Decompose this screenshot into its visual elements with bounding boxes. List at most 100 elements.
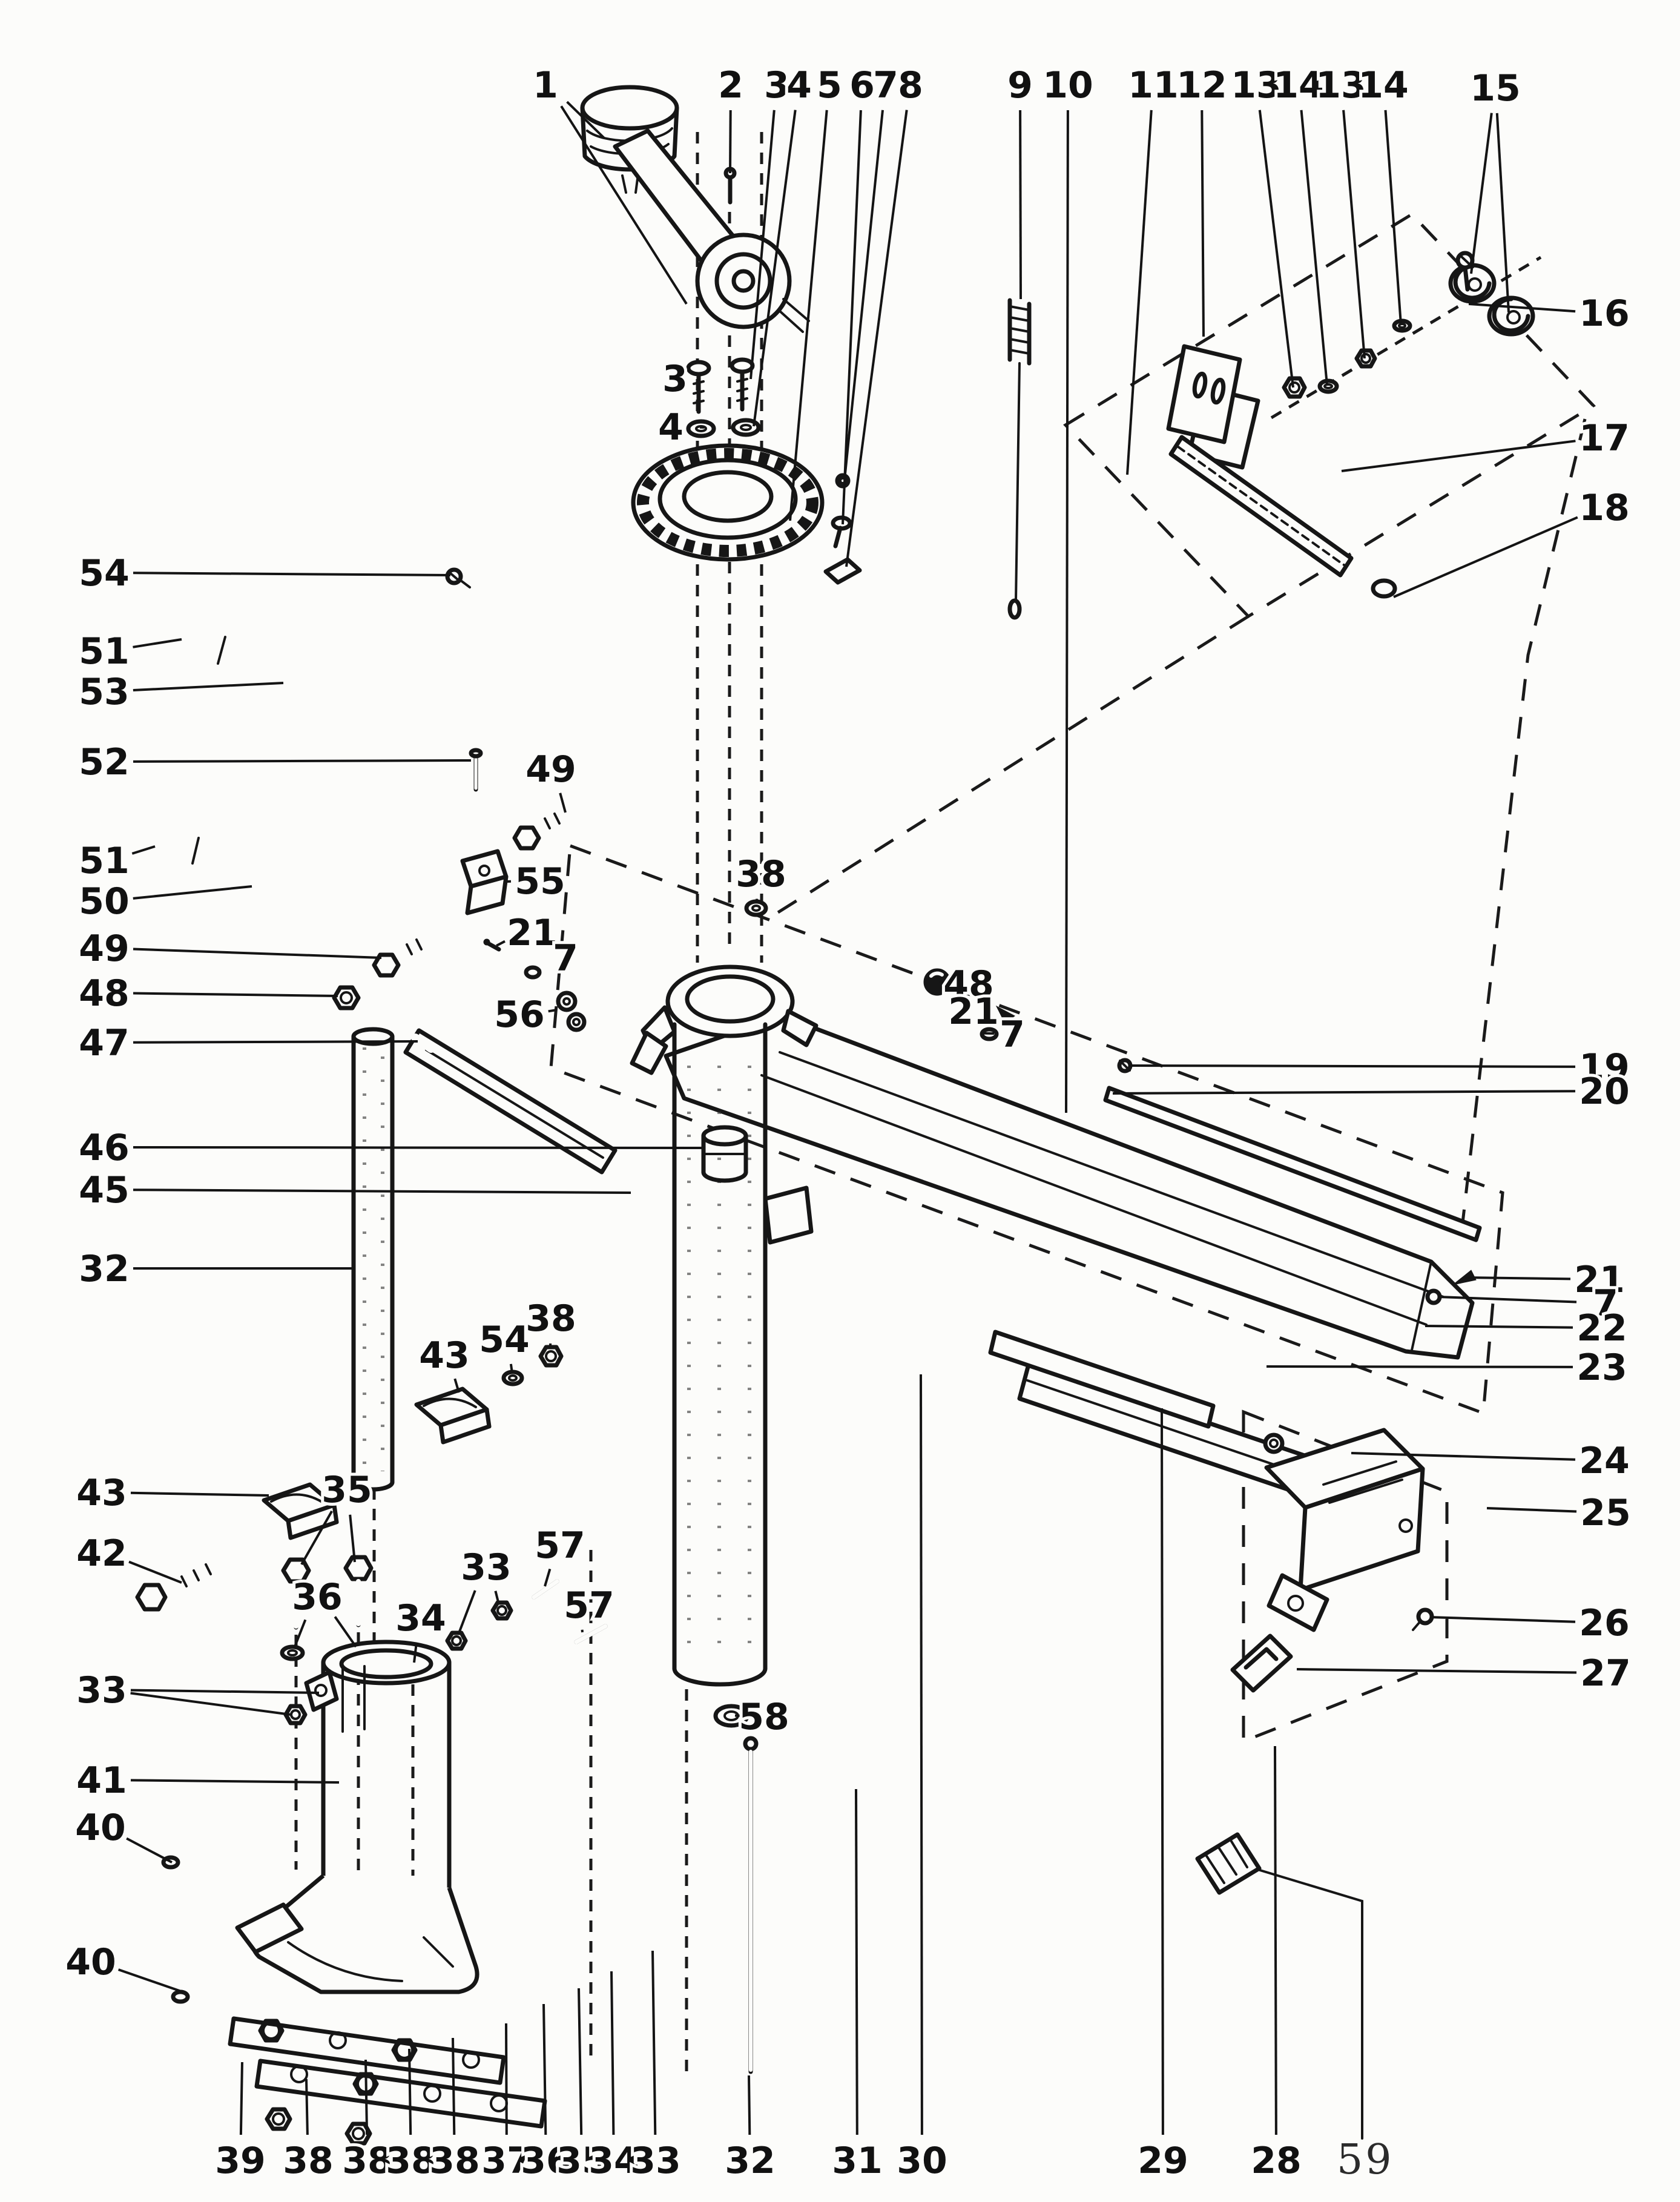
callout-21: 21 bbox=[507, 912, 558, 954]
bearing-5 bbox=[631, 443, 825, 562]
callout-4: 4 bbox=[786, 64, 812, 107]
column-30 bbox=[672, 1022, 814, 1687]
callout-2: 2 bbox=[718, 64, 743, 107]
leader-line bbox=[548, 1009, 558, 1013]
callout-22: 22 bbox=[1576, 1307, 1627, 1350]
pin-21m bbox=[483, 938, 501, 952]
leader-line bbox=[126, 1837, 173, 1864]
leader-line bbox=[1384, 110, 1402, 325]
bolt-42 bbox=[135, 1549, 234, 1612]
washer-14a bbox=[1317, 378, 1339, 394]
callout-57: 57 bbox=[564, 1584, 614, 1627]
clamp-shoe-43a bbox=[262, 1482, 339, 1540]
leader-line bbox=[128, 1560, 182, 1584]
callout-6: 6 bbox=[849, 64, 875, 107]
leader-line bbox=[133, 759, 472, 763]
hatched-tag bbox=[1195, 1832, 1262, 1895]
leader-line bbox=[133, 638, 182, 648]
leader-line bbox=[843, 110, 884, 480]
arm-fasteners bbox=[744, 899, 1477, 1305]
leader-line bbox=[1201, 110, 1205, 337]
leader-lines bbox=[117, 101, 1578, 2135]
callout-1: 1 bbox=[533, 64, 558, 107]
leader-line bbox=[452, 2037, 456, 2135]
fork-47 bbox=[403, 1028, 618, 1175]
leader-line bbox=[1429, 1616, 1576, 1623]
leader-line bbox=[729, 110, 732, 174]
leader-line bbox=[1342, 110, 1366, 359]
leader-line bbox=[560, 105, 688, 305]
washer-14b bbox=[1392, 318, 1412, 333]
callout-9: 9 bbox=[1007, 64, 1033, 107]
callout-21: 21 bbox=[1574, 1259, 1625, 1301]
callout-47: 47 bbox=[79, 1022, 130, 1064]
callout-7: 7 bbox=[1593, 1282, 1618, 1325]
leader-line bbox=[133, 682, 284, 691]
leader-line bbox=[130, 1692, 291, 1716]
bent-rod-53 bbox=[271, 614, 427, 703]
leader-line bbox=[117, 1968, 183, 1993]
leader-line bbox=[845, 110, 908, 567]
callout-33: 33 bbox=[461, 1546, 512, 1589]
callout-42: 42 bbox=[76, 1532, 127, 1575]
leader-line bbox=[133, 948, 382, 959]
callout-38: 38 bbox=[283, 2140, 334, 2182]
leader-line bbox=[578, 1988, 583, 2135]
nut-13b bbox=[1354, 348, 1377, 369]
leader-line bbox=[413, 1643, 418, 1663]
callout-33: 33 bbox=[630, 2140, 681, 2182]
callout-19: 19 bbox=[1579, 1046, 1630, 1089]
pin-21-end bbox=[1452, 1270, 1477, 1285]
leader-line bbox=[364, 2059, 369, 2135]
callout-28: 28 bbox=[1251, 2140, 1302, 2182]
leader-line bbox=[1341, 440, 1576, 472]
screw-3a bbox=[686, 360, 711, 414]
arm-and-column bbox=[630, 899, 1482, 1687]
callout-56: 56 bbox=[494, 994, 545, 1036]
callout-46: 46 bbox=[79, 1127, 130, 1169]
callout-51: 51 bbox=[79, 840, 130, 882]
crank-knob-assembly bbox=[580, 85, 810, 333]
callout-38: 38 bbox=[736, 853, 786, 895]
leader-line bbox=[1128, 1064, 1576, 1068]
callout-35: 35 bbox=[556, 2140, 607, 2182]
callout-4: 4 bbox=[658, 406, 684, 449]
washer-7m bbox=[524, 965, 542, 980]
callout-34: 34 bbox=[588, 2140, 639, 2182]
gib-bar-17 bbox=[1168, 435, 1354, 578]
callout-25: 25 bbox=[1580, 1492, 1631, 1534]
leader-line bbox=[544, 1568, 552, 1587]
leader-line bbox=[494, 1591, 500, 1605]
leader-line bbox=[753, 110, 797, 427]
callout-35: 35 bbox=[321, 1469, 372, 1511]
bearing-group bbox=[631, 357, 862, 585]
callout-54: 54 bbox=[79, 552, 130, 595]
leader-line bbox=[505, 2023, 508, 2135]
pins-57 bbox=[532, 1579, 608, 1644]
callout-38: 38 bbox=[342, 2140, 393, 2182]
leader-line bbox=[1065, 110, 1069, 1113]
leader-line bbox=[1351, 1452, 1576, 1461]
leader-line bbox=[1161, 1408, 1164, 2135]
callout-32: 32 bbox=[79, 1248, 130, 1290]
trim-strip-20 bbox=[1103, 1086, 1482, 1242]
leader-line bbox=[538, 969, 541, 972]
wing-knob-15b bbox=[1487, 295, 1535, 337]
leader-line bbox=[542, 2003, 547, 2135]
bolt-35a bbox=[281, 1557, 311, 1630]
knob-46 bbox=[701, 1125, 748, 1183]
callout-36: 36 bbox=[292, 1576, 343, 1618]
leader-line bbox=[453, 1378, 460, 1393]
leader-line bbox=[509, 1363, 513, 1374]
nuts-33m bbox=[445, 1600, 513, 1651]
callout-5: 5 bbox=[817, 64, 842, 107]
callout-38: 38 bbox=[429, 2140, 480, 2182]
callout-32: 32 bbox=[725, 2140, 776, 2182]
callout-58: 58 bbox=[739, 1696, 789, 1738]
bar-37 bbox=[254, 2059, 547, 2129]
page-number: 59 bbox=[1337, 2136, 1394, 2184]
callout-7: 7 bbox=[553, 937, 578, 980]
plate-8 bbox=[823, 557, 862, 585]
